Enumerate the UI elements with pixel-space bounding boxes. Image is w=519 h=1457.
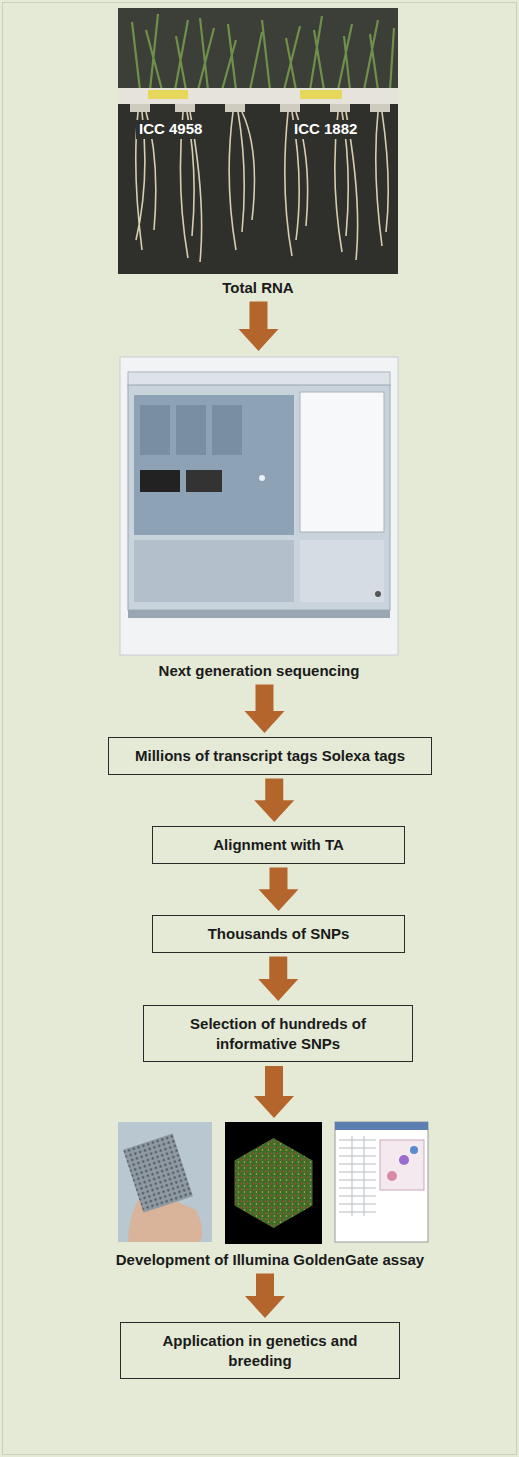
array-slide (123, 1134, 193, 1213)
image-caption: Next generation sequencing (118, 661, 400, 681)
box-text: Selection of hundreds of informative SNP… (154, 1014, 402, 1053)
flow-cell-slot (186, 470, 222, 492)
pot (330, 104, 350, 112)
photo-label: ICC 4958 (136, 120, 205, 139)
power-button (375, 591, 381, 597)
table-grid (339, 1136, 376, 1216)
process-box: Millions of transcript tags Solexa tags (108, 737, 432, 775)
pot (225, 104, 245, 112)
bead-array-hexagon (235, 1138, 313, 1228)
software-window (335, 1122, 428, 1242)
assay-pictures (118, 1122, 428, 1244)
pot-tag (300, 90, 342, 99)
box-text: Thousands of SNPs (163, 924, 394, 944)
flow-arrow (259, 868, 299, 912)
pot (175, 104, 195, 112)
sequencer-lower (134, 540, 294, 602)
shoots (132, 14, 394, 90)
pot-strip (118, 88, 398, 104)
image-panel: Development of Illumina GoldenGate assay (100, 1122, 440, 1270)
window-title-bar (335, 1122, 428, 1130)
process-box: Thousands of SNPs (152, 915, 405, 953)
flow-arrow (245, 685, 285, 734)
process-box: Application in genetics and breeding (120, 1322, 400, 1379)
photo-label: ICC 1882 (291, 120, 360, 139)
pot (280, 104, 300, 112)
scan-ground (225, 1122, 322, 1244)
cluster (399, 1155, 409, 1165)
flow-arrow (245, 1274, 285, 1319)
roots (136, 112, 389, 262)
process-box: Selection of hundreds of informative SNP… (143, 1005, 413, 1062)
cluster (387, 1171, 397, 1181)
status-light (259, 475, 265, 481)
box-text: Alignment with TA (163, 835, 394, 855)
box-text: Millions of transcript tags Solexa tags (119, 746, 421, 766)
reagent-slot (176, 405, 206, 455)
process-box: Alignment with TA (152, 826, 405, 864)
sequencer-lower (300, 540, 384, 602)
pot (370, 104, 390, 112)
pot (130, 104, 150, 112)
photo-ground (118, 1122, 212, 1242)
pot-tag (148, 90, 188, 99)
picture-ground (120, 357, 398, 655)
image-caption: Development of Illumina GoldenGate assay (100, 1250, 440, 1270)
photo-ground (118, 8, 398, 274)
flow-cell-slot (140, 470, 180, 492)
photo-top (118, 8, 398, 90)
image-caption: Total RNA (118, 278, 398, 298)
cluster-plot (380, 1140, 424, 1190)
reagent-slot (140, 405, 170, 455)
plant-photo (118, 8, 398, 274)
sequencer-body (128, 385, 390, 610)
flow-arrow (239, 302, 279, 352)
sequencer-picture (120, 357, 398, 655)
sequencer-panel (134, 395, 294, 535)
sequencer-door (300, 392, 384, 532)
sequencer-lid (128, 372, 390, 386)
flow-arrow (258, 957, 298, 1002)
box-text: Application in genetics and breeding (131, 1331, 389, 1370)
flow-arrow (254, 1066, 294, 1118)
image-panel: ICC 4958 ICC 1882Total RNA (118, 8, 398, 298)
sequencer-base (128, 610, 390, 618)
reagent-slot (212, 405, 242, 455)
cluster (410, 1146, 418, 1154)
flow-arrow (254, 779, 294, 823)
image-panel: Next generation sequencing (118, 355, 400, 681)
